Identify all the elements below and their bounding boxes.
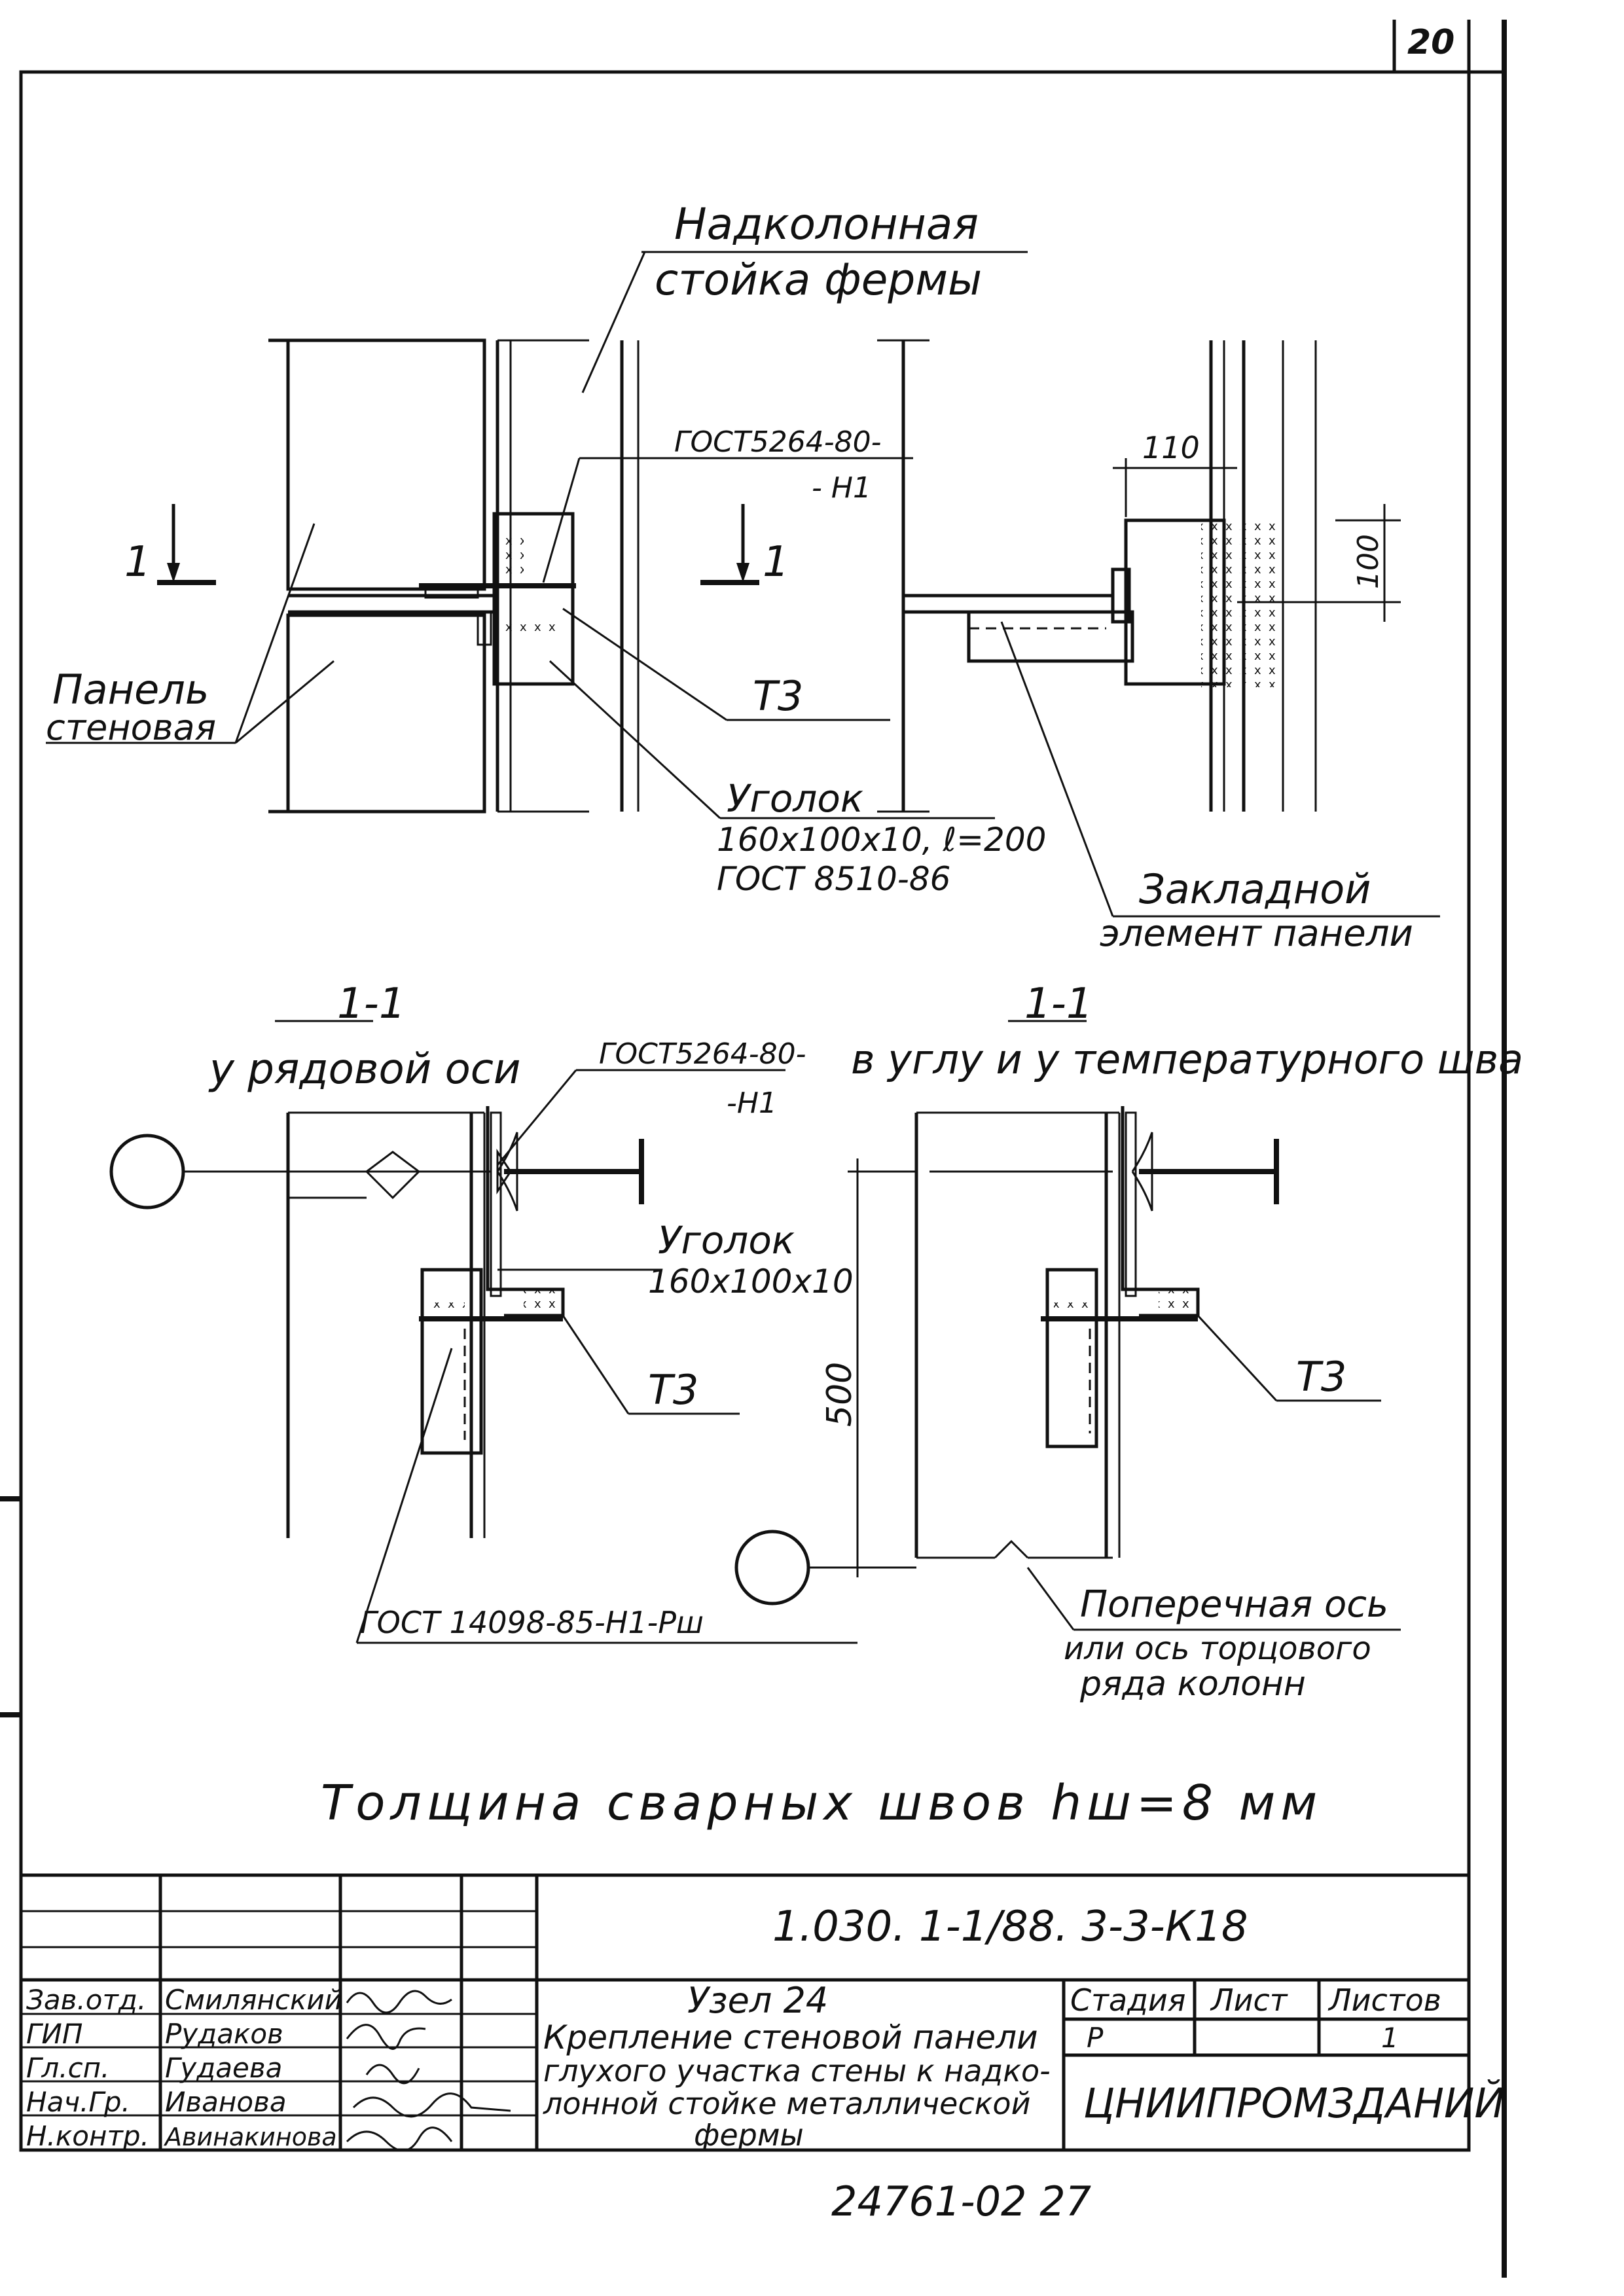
gost-weld-top-2: - Н1 — [812, 471, 871, 505]
name-4: Иванова — [165, 2086, 287, 2118]
t3-left: Т3 — [648, 1366, 698, 1414]
name-3: Гудаева — [165, 2052, 282, 2084]
desc-3: лонной стойке металлической — [543, 2086, 1030, 2121]
role-5: Н.контр. — [26, 2120, 149, 2152]
desc-4: фермы — [694, 2117, 804, 2153]
section-left: 1-1 у рядовой оси ГОСТ5264-80- -Н1 У — [109, 980, 857, 1644]
role-2: ГИП — [26, 2018, 82, 2050]
desc-2: глухого участка стены к надко- — [543, 2053, 1051, 2089]
name-2: Рудаков — [165, 2018, 283, 2050]
dim-100: 100 — [1352, 534, 1385, 589]
bottom-number: 24761-02 27 — [831, 2178, 1091, 2225]
gost-weld-left-2: -Н1 — [727, 1086, 777, 1120]
section-mark-right: 1 — [763, 538, 789, 586]
embedded-label-1: Закладной — [1139, 865, 1371, 913]
t3-right: Т3 — [1296, 1353, 1346, 1401]
section-right: 1-1 в углу и у температурного шва 500 — [734, 980, 1523, 1704]
dim-500: 500 — [820, 1362, 859, 1427]
sheets-value: 1 — [1381, 2022, 1399, 2054]
angle-left-2: 160х100х10 — [648, 1263, 854, 1300]
top-detail: 1 1 Надколонная стойка фермы ГОСТ5264-80… — [46, 199, 1440, 955]
axis-label-1: Поперечная ось — [1080, 1583, 1388, 1626]
title-block: 1.030. 1-1/88. 3-3-К18 Зав.отд. ГИП Гл.с… — [21, 1873, 1505, 2153]
truss-post-label-1: Надколонная — [674, 199, 979, 249]
wall-panel-lower — [286, 613, 486, 814]
axis-label-3: ряда колонн — [1079, 1664, 1306, 1704]
sheet-frame — [0, 20, 1507, 2278]
role-1: Зав.отд. — [26, 1984, 146, 2016]
desc-1: Крепление стеновой панели — [543, 2018, 1038, 2056]
wall-panel-upper — [286, 338, 486, 591]
name-1: Смилянский — [165, 1984, 342, 2016]
org-name: ЦНИИПРОМЗДАНИЙ — [1083, 2079, 1505, 2127]
gost-bottom: ГОСТ 14098-85-Н1-Рш — [360, 1605, 704, 1640]
angle-label-1: Уголок — [727, 776, 863, 821]
axis-label-2: или ось торцового — [1064, 1630, 1371, 1667]
panel-label-1: Панель — [52, 666, 209, 713]
angle-label-3: ГОСТ 8510-86 — [717, 860, 950, 898]
section-left-caption: у рядовой оси — [208, 1045, 521, 1094]
col-sheets: Листов — [1327, 1982, 1441, 2018]
section-mark-left: 1 — [124, 538, 151, 586]
section-right-caption: в углу и у температурного шва — [851, 1035, 1523, 1083]
role-4: Нач.Гр. — [26, 2086, 130, 2118]
embedded-label-2: элемент панели — [1100, 912, 1413, 955]
sheet-number: 20 — [1407, 23, 1454, 62]
doc-code: 1.030. 1-1/88. 3-3-К18 — [772, 1903, 1248, 1951]
angle-left-1: Уголок — [658, 1218, 795, 1263]
role-3: Гл.сп. — [26, 2052, 110, 2084]
angle-label-2: 160х100х10, ℓ=200 — [717, 821, 1046, 859]
signatures — [346, 1990, 511, 2152]
truss-post-label-2: стойка фермы — [655, 255, 982, 305]
angle-plate — [492, 512, 575, 686]
gost-weld-left-1: ГОСТ5264-80- — [599, 1037, 806, 1071]
col-stage: Стадия — [1070, 1982, 1185, 2018]
dim-110: 110 — [1142, 430, 1200, 465]
weld-note: Толщина сварных швов hш=8 мм — [321, 1775, 1322, 1831]
t3-top: Т3 — [753, 672, 803, 720]
name-5: Авинакинова — [163, 2123, 337, 2151]
col-sheet: Лист — [1210, 1982, 1288, 2018]
gost-weld-top-1: ГОСТ5264-80- — [674, 425, 881, 459]
panel-label-2: стеновая — [46, 707, 216, 748]
node-title: Узел 24 — [687, 1980, 828, 2021]
stage-value: Р — [1087, 2022, 1104, 2054]
